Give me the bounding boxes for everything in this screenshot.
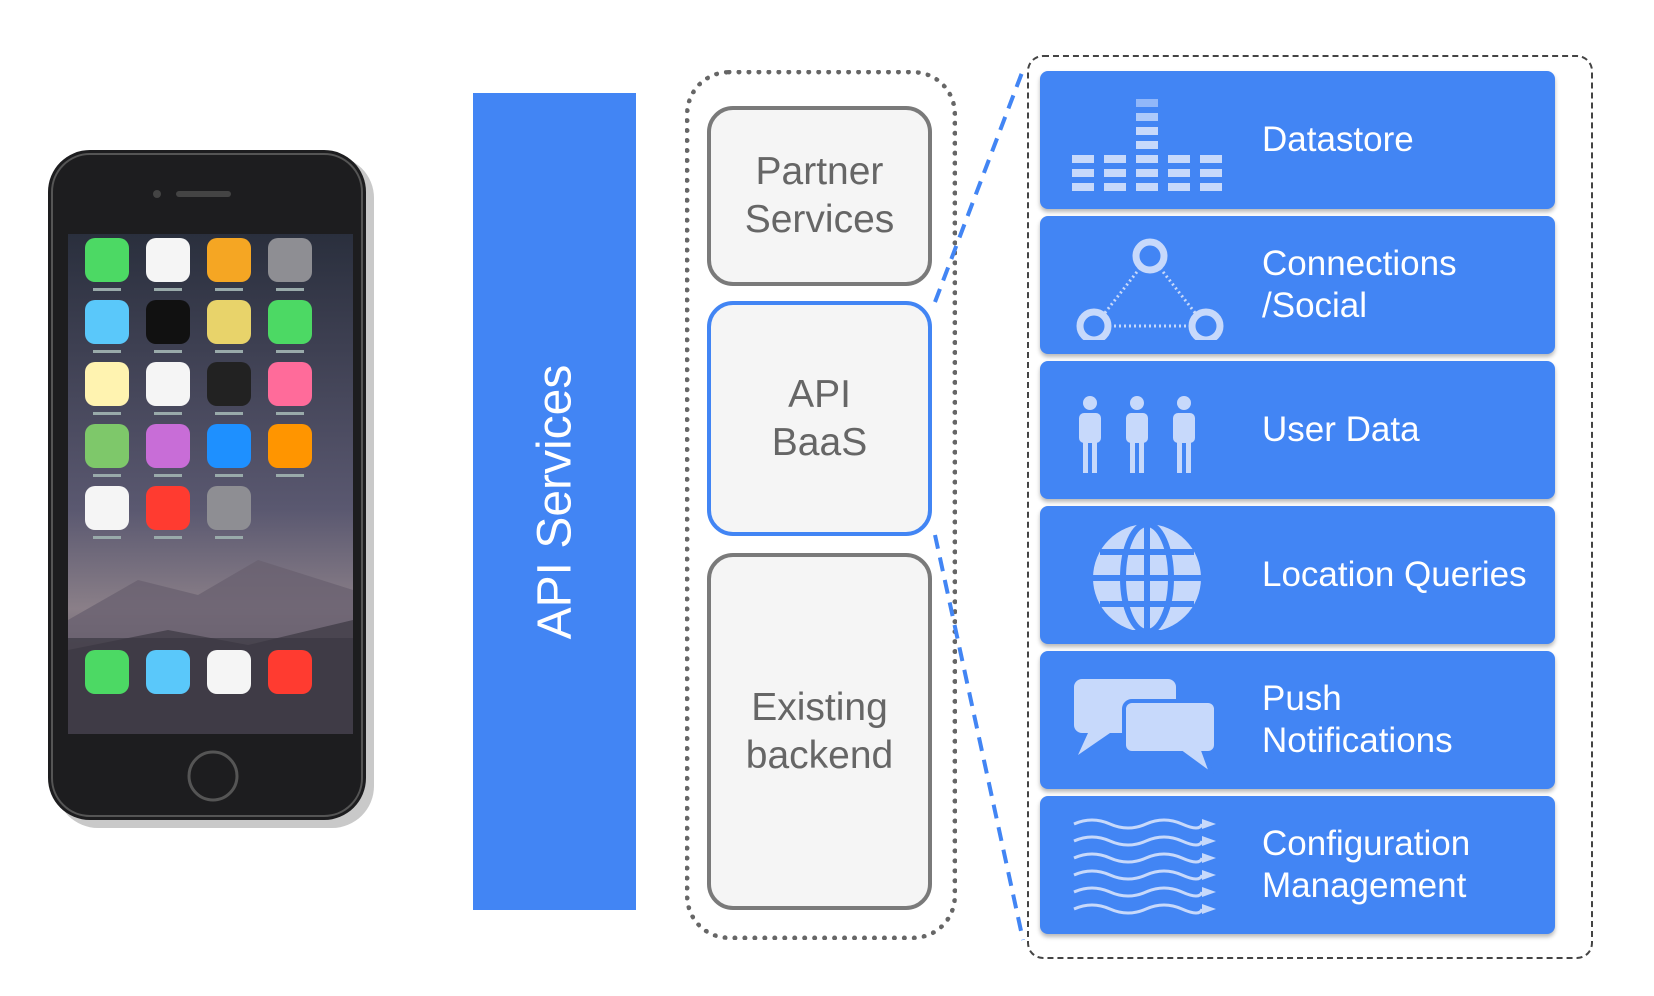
feature-label: Datastore: [1262, 120, 1414, 159]
feature-configuration-management: Configuration Management: [1040, 796, 1555, 934]
globe-icon: [1093, 521, 1201, 630]
feature-location-queries: Location Queries: [1040, 506, 1555, 644]
partner-services-box: Partner Services: [707, 106, 932, 286]
api-services-label: API Services: [528, 364, 581, 639]
api-services-bar: API Services: [473, 93, 636, 910]
api-baas-box: API BaaS: [707, 301, 932, 536]
service-stack-frame: [685, 70, 957, 940]
feature-user-data: User Data: [1040, 361, 1555, 499]
feature-datastore: Datastore: [1040, 71, 1555, 209]
users-icon: [1079, 396, 1195, 473]
feature-push-notifications: Push Notifications: [1040, 651, 1555, 789]
smartphone-image: [48, 150, 374, 828]
baas-features-panel: [1027, 55, 1593, 959]
feature-connections-social: Connections /Social: [1040, 216, 1555, 354]
feature-label: Location Queries: [1262, 555, 1527, 594]
feature-label: Configuration Management: [1262, 824, 1471, 905]
existing-backend-box: Existing backend: [707, 553, 932, 910]
feature-label: Connections /Social: [1262, 244, 1457, 325]
connections-icon: [1076, 238, 1224, 340]
datastore-icon: [1072, 99, 1222, 191]
feature-label: User Data: [1262, 410, 1420, 449]
chat-bubbles-icon: [1074, 679, 1218, 775]
flow-arrows-icon: [1073, 818, 1216, 915]
feature-label: Push Notifications: [1262, 679, 1453, 760]
